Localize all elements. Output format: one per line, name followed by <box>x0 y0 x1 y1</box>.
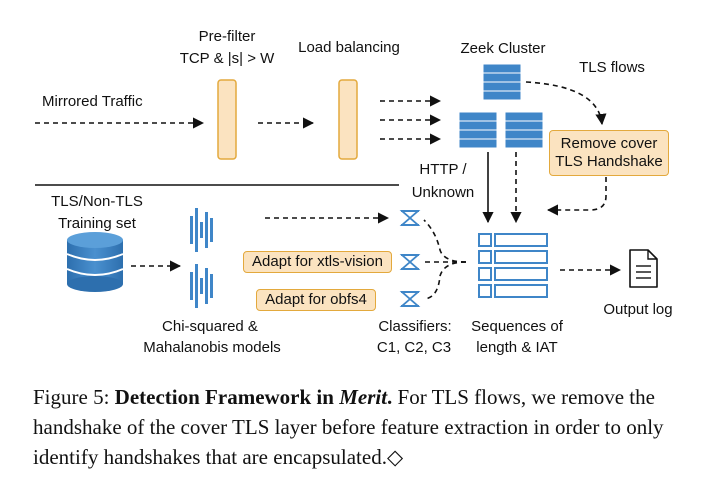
connector-seq-to-c3 <box>423 261 467 300</box>
figure-caption: Figure 5: Detection Framework in Merit. … <box>33 382 673 472</box>
classifier-c1-icon <box>399 210 421 226</box>
zeek-server-left <box>458 111 498 149</box>
caption-title: Detection Framework in Merit. <box>114 385 393 409</box>
database-icon <box>66 232 124 292</box>
label-http-line2: Unknown <box>411 184 475 201</box>
connector-seq-to-c1 <box>423 219 467 263</box>
model-icon-bottom <box>190 264 213 308</box>
label-sequences-line2: length & IAT <box>476 339 558 356</box>
caption-body: For TLS flows, we remove the handshake o… <box>33 385 664 469</box>
arrow-remove-cover-to-seq <box>546 177 607 216</box>
prefilter-bar <box>217 79 237 160</box>
label-tls-flows: TLS flows <box>579 59 645 76</box>
label-models-line1: Chi-squared & <box>162 318 258 335</box>
classifier-c2-icon <box>399 254 421 270</box>
arrow-tls-flows <box>525 81 607 126</box>
detection-framework-diagram <box>35 63 658 308</box>
caption-merit: Merit <box>339 385 388 409</box>
label-models-line2: Mahalanobis models <box>143 339 281 356</box>
adapt-xtls-box: Adapt for xtls-vision <box>243 251 392 273</box>
label-classifiers-line2: C1, C2, C3 <box>376 339 452 356</box>
load-balancer-bar <box>338 79 358 160</box>
label-training-line1: TLS/Non-TLS <box>51 193 143 210</box>
label-classifiers-line1: Classifiers: <box>378 318 452 335</box>
model-icon-top <box>190 208 213 252</box>
caption-end-mark: ◇ <box>386 445 404 469</box>
zeek-server-right <box>504 111 544 149</box>
label-prefilter-rule: TCP & |s| > W <box>179 50 275 67</box>
label-http-line1: HTTP / <box>419 161 467 178</box>
label-remove-cover-line1: Remove cover <box>560 135 658 152</box>
classifier-c3-icon <box>399 291 421 307</box>
label-output-log: Output log <box>603 301 673 318</box>
sequences-icon <box>478 233 548 298</box>
adapt-obfs4-box: Adapt for obfs4 <box>256 289 376 311</box>
document-icon <box>629 249 658 288</box>
label-mirrored-traffic: Mirrored Traffic <box>42 93 143 110</box>
zeek-server-top <box>482 63 522 101</box>
label-sequences-line1: Sequences of <box>471 318 563 335</box>
label-zeek-cluster: Zeek Cluster <box>460 40 546 57</box>
label-training-line2: Training set <box>58 215 136 232</box>
label-prefilter-title: Pre-filter <box>198 28 256 45</box>
label-load-balancing: Load balancing <box>298 39 400 56</box>
remove-cover-box: Remove cover TLS Handshake <box>549 130 669 176</box>
label-remove-cover-line2: TLS Handshake <box>555 153 663 170</box>
caption-prefix: Figure 5: <box>33 385 115 409</box>
